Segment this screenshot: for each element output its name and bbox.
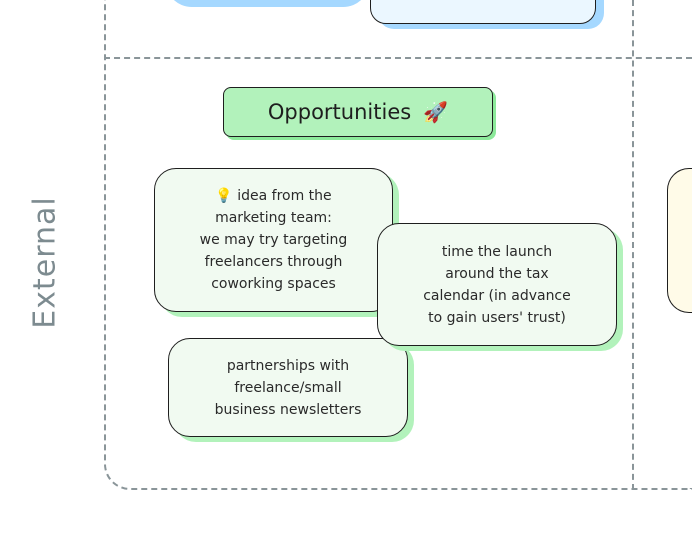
opportunities-header[interactable]: Opportunities 🚀 <box>223 87 493 137</box>
note-partnerships[interactable]: partnerships with freelance/small busine… <box>168 338 408 437</box>
note-launch-timing-text: time the launch around the tax calendar … <box>423 243 571 326</box>
cut-off-blue-shape <box>165 0 370 7</box>
note-launch-timing[interactable]: time the launch around the tax calendar … <box>377 223 617 346</box>
cut-off-blue-note[interactable] <box>370 0 596 24</box>
opportunities-title: Opportunities <box>267 100 412 124</box>
rocket-icon: 🚀 <box>423 100 449 124</box>
note-marketing-idea-text: idea from the marketing team: we may try… <box>199 188 348 292</box>
vertical-divider <box>632 0 634 490</box>
external-row-label: External <box>27 196 63 329</box>
horizontal-divider <box>104 57 692 59</box>
note-partnerships-text: partnerships with freelance/small busine… <box>214 357 362 418</box>
cut-off-yellow-note[interactable] <box>667 168 692 313</box>
lightbulb-icon: 💡 <box>215 188 238 204</box>
quadrant-frame <box>104 0 692 490</box>
note-marketing-idea[interactable]: 💡 idea from the marketing team: we may t… <box>154 168 393 312</box>
note-text: 💡 idea from the marketing team: we may t… <box>200 185 348 295</box>
